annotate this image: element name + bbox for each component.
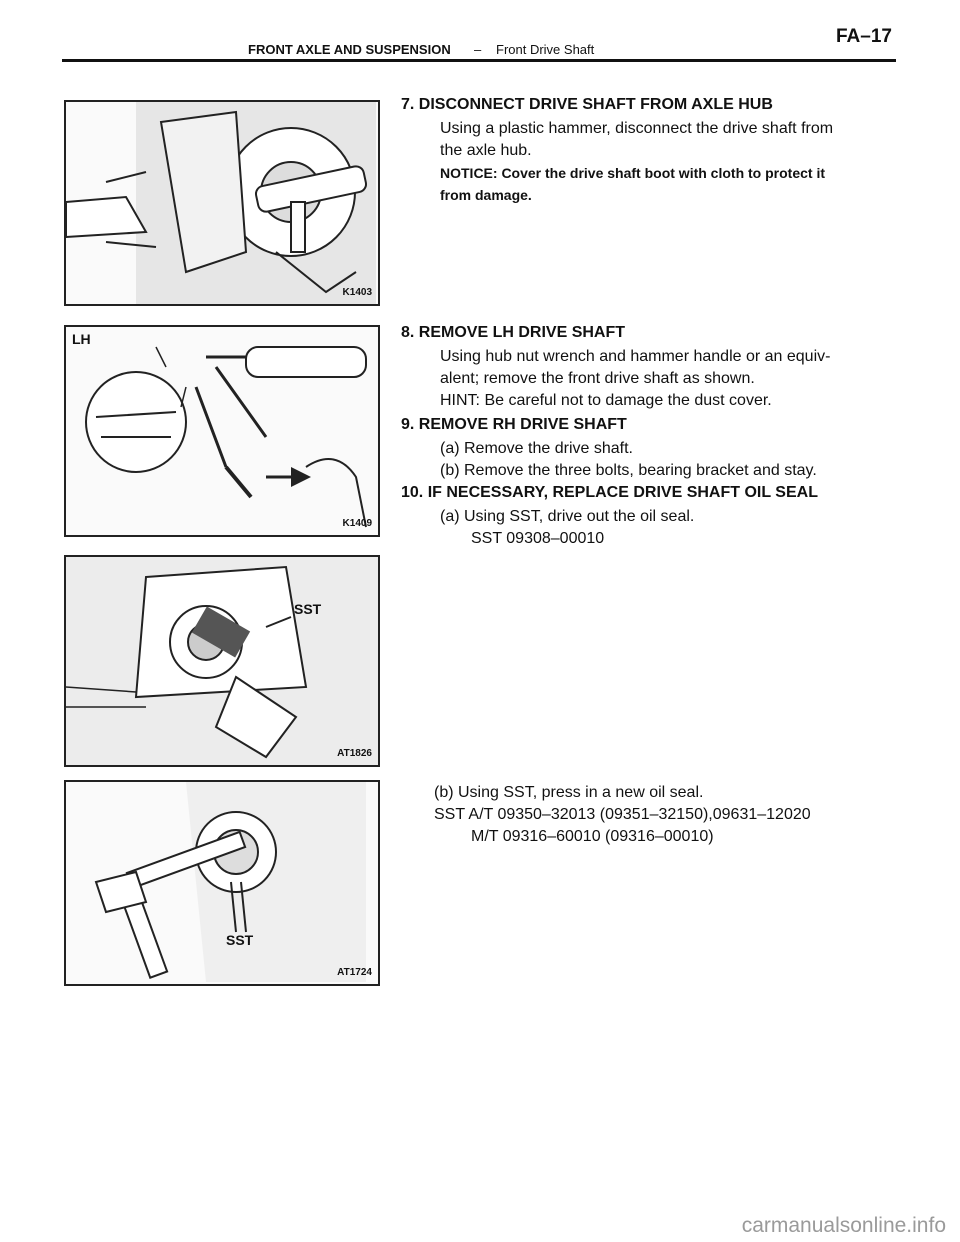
watermark: carmanualsonline.info — [741, 1214, 946, 1237]
axle-hub-illustration — [66, 102, 376, 304]
step-7-text: the axle hub. — [440, 142, 532, 159]
page-number: FA–17 — [836, 26, 892, 47]
step-10-b-sst: M/T 09316–60010 (09316–00010) — [471, 828, 714, 845]
step-10-b: (b) Using SST, press in a new oil seal. — [434, 784, 704, 801]
figure-code: K1403 — [342, 287, 372, 298]
figure-label: SST — [294, 601, 322, 617]
figure-lh-drive-shaft: LH K1409 — [64, 325, 380, 537]
lh-drive-shaft-illustration — [85, 346, 367, 528]
figure-label: SST — [226, 932, 254, 948]
step-8-text: Using hub nut wrench and hammer handle o… — [440, 348, 831, 365]
figure-code: K1409 — [342, 518, 372, 529]
step-9-title: 9. REMOVE RH DRIVE SHAFT — [401, 416, 627, 433]
step-8-hint: HINT: Be careful not to damage the dust … — [440, 392, 772, 409]
header-separator: – — [474, 42, 482, 57]
header-section: FRONT AXLE AND SUSPENSION — [248, 42, 451, 57]
drive-out-seal-illustration — [66, 557, 378, 765]
figure-press-in-seal: SST AT1724 — [64, 780, 380, 986]
step-10-b-sst: SST A/T 09350–32013 (09351–32150),09631–… — [434, 806, 811, 823]
step-8-title: 8. REMOVE LH DRIVE SHAFT — [401, 324, 626, 341]
step-10-a-sst: SST 09308–00010 — [471, 530, 605, 547]
figure-label: LH — [72, 331, 91, 347]
header-rule — [62, 59, 896, 62]
figure-code: AT1724 — [337, 967, 372, 978]
step-7-notice: NOTICE: Cover the drive shaft boot with … — [440, 165, 826, 181]
step-10-a: (a) Using SST, drive out the oil seal. — [440, 508, 695, 525]
figure-axle-hub: K1403 — [64, 100, 380, 306]
step-9-a: (a) Remove the drive shaft. — [440, 440, 633, 457]
step-9-b: (b) Remove the three bolts, bearing brac… — [440, 462, 817, 479]
step-7-text: Using a plastic hammer, disconnect the d… — [440, 120, 834, 137]
step-7-notice: from damage. — [440, 187, 532, 203]
header-topic: Front Drive Shaft — [496, 42, 595, 57]
press-in-seal-illustration — [94, 782, 366, 982]
figure-drive-out-seal: SST AT1826 — [64, 555, 380, 767]
step-10-title: 10. IF NECESSARY, REPLACE DRIVE SHAFT OI… — [401, 484, 818, 501]
figure-code: AT1826 — [337, 748, 372, 759]
step-7-title: 7. DISCONNECT DRIVE SHAFT FROM AXLE HUB — [401, 96, 773, 113]
step-8-text: alent; remove the front drive shaft as s… — [440, 370, 755, 387]
